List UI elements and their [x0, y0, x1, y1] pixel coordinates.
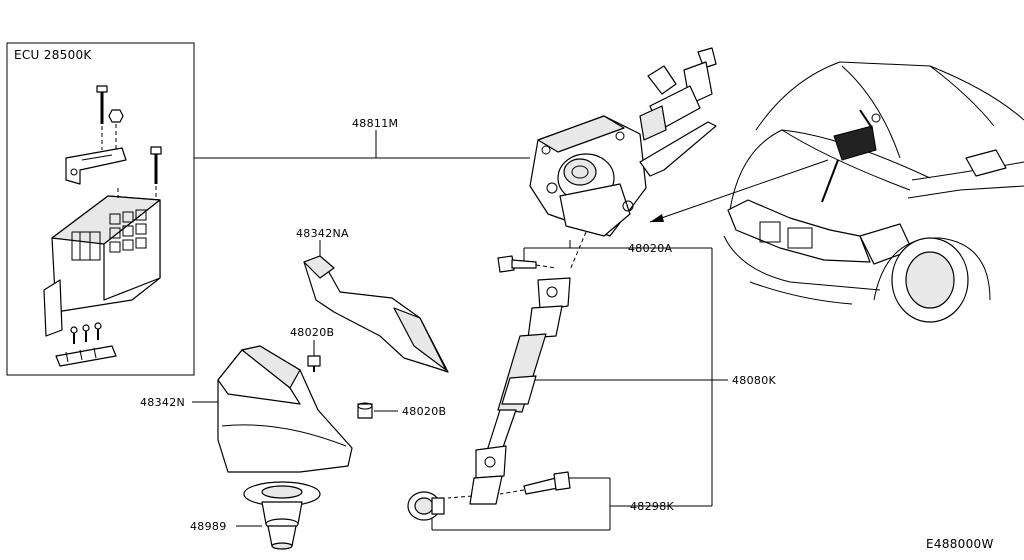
shaft-seal [407, 491, 445, 521]
ecu-inset: ECU 28500K [6, 42, 195, 376]
label-shaft: 48080K [732, 374, 776, 387]
steering-column [529, 47, 717, 271]
bolt-lower [499, 471, 571, 495]
ecu-bolt-long [96, 85, 108, 150]
ecu-screws [70, 322, 102, 344]
label-cover-lower: 48342N [140, 396, 185, 409]
cover-upper [303, 255, 449, 373]
clip-right [357, 402, 373, 419]
steering-boot [243, 481, 321, 550]
part-labels: 48811M 48342NA 48020B 48342N 48020B 4898… [140, 117, 994, 551]
intermediate-shaft [447, 277, 571, 505]
footer-code: E488000W [926, 537, 994, 551]
label-column: 48811M [352, 117, 398, 130]
ecu-unit [43, 188, 161, 337]
cover-lower [217, 345, 353, 473]
ecu-inset-title: ECU 28500K [14, 48, 92, 62]
bolt-upper [497, 255, 557, 273]
ecu-connector-grid [71, 209, 147, 261]
label-bolt-upper: 48020A [628, 242, 672, 255]
label-boot: 48989 [190, 520, 227, 533]
label-cover-upper: 48342NA [296, 227, 349, 240]
clip-upper [307, 355, 321, 372]
leader-lines [192, 130, 829, 531]
label-clip-1: 48020B [290, 326, 334, 339]
vehicle-column-mark [821, 109, 881, 203]
label-clip-2: 48020B [402, 405, 446, 418]
vehicle-sketch [723, 61, 1024, 323]
ecu-clip [55, 345, 117, 367]
label-bolt-lower: 48298K [630, 500, 674, 513]
ecu-nut [108, 109, 124, 150]
ecu-bracket [65, 147, 127, 185]
